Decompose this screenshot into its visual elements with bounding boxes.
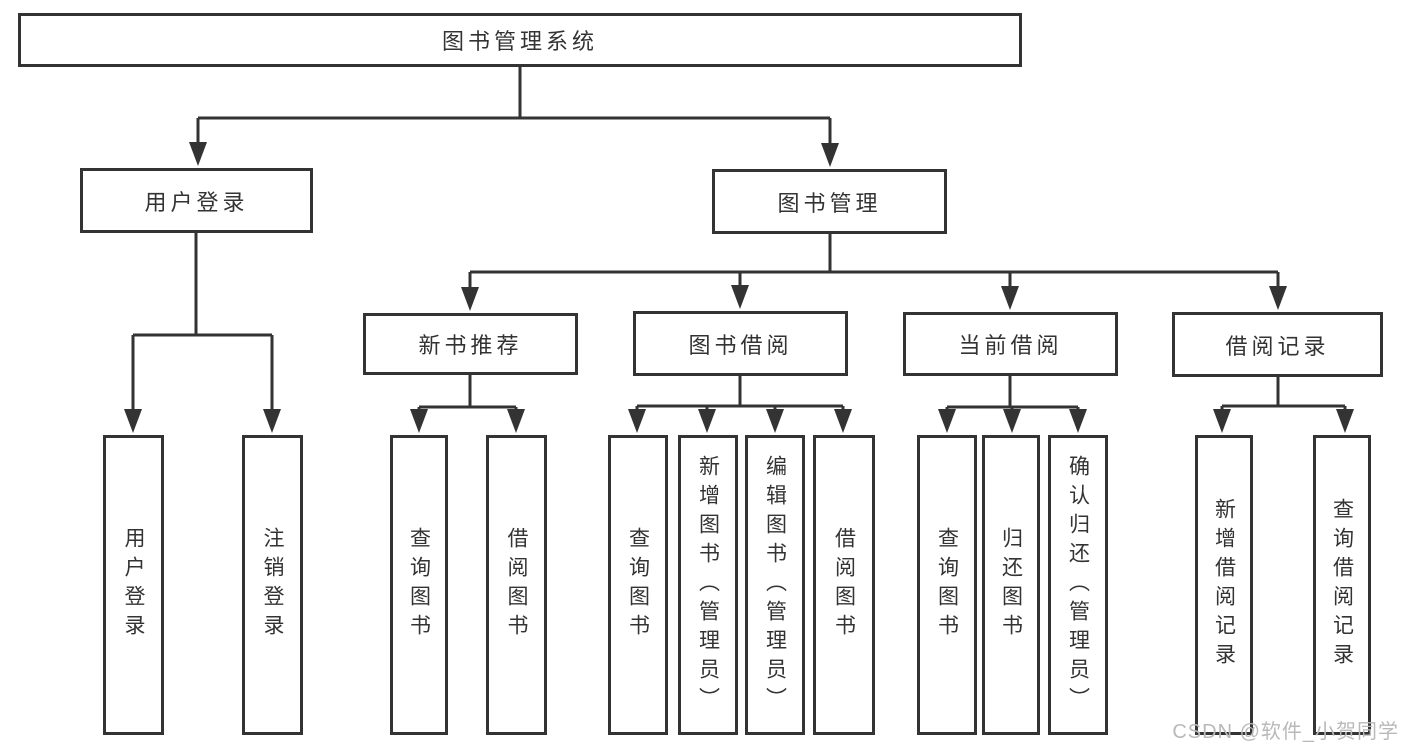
leaf-borrow-add-label: 新增图书（管理员）: [696, 454, 720, 716]
leaf-record-add: 新增借阅记录: [1195, 435, 1253, 735]
node-borrow-records-label: 借阅记录: [1225, 333, 1330, 359]
csdn-watermark: CSDN @软件_小贺同学: [1172, 721, 1399, 743]
leaf-borrow-edit: 编辑图书（管理员）: [745, 435, 805, 735]
leaf-record-add-label: 新增借阅记录: [1212, 498, 1236, 672]
leaf-current-query-label: 查询图书: [935, 527, 959, 643]
node-root: 图书管理系统: [18, 13, 1022, 67]
leaf-newbook-query-label: 查询图书: [407, 527, 431, 643]
leaf-record-query: 查询借阅记录: [1313, 435, 1371, 735]
leaf-borrow-add: 新增图书（管理员）: [678, 435, 738, 735]
leaf-borrow-query: 查询图书: [608, 435, 668, 735]
node-user-login-label: 用户登录: [144, 189, 249, 215]
node-new-book: 新书推荐: [363, 313, 578, 375]
leaf-borrow-query-label: 查询图书: [626, 527, 650, 643]
leaf-borrow-edit-label: 编辑图书（管理员）: [763, 454, 787, 716]
leaf-record-query-label: 查询借阅记录: [1330, 498, 1354, 672]
node-user-login: 用户登录: [80, 168, 313, 233]
node-new-book-label: 新书推荐: [418, 333, 523, 358]
leaf-user-login-label: 用户登录: [122, 527, 145, 643]
leaf-borrow-borrow: 借阅图书: [813, 435, 875, 735]
leaf-borrow-borrow-label: 借阅图书: [832, 527, 856, 643]
node-book-borrow: 图书借阅: [633, 311, 848, 376]
leaf-current-query: 查询图书: [917, 435, 977, 735]
node-book-borrow-label: 图书借阅: [688, 332, 793, 358]
node-book-management: 图书管理: [712, 169, 947, 234]
node-current-borrow: 当前借阅: [903, 312, 1118, 376]
node-current-borrow-label: 当前借阅: [958, 333, 1063, 358]
leaf-newbook-query: 查询图书: [390, 435, 448, 735]
leaf-logout-label: 注销登录: [261, 527, 284, 643]
leaf-current-return: 归还图书: [982, 435, 1040, 735]
leaf-newbook-borrow-label: 借阅图书: [505, 527, 528, 643]
leaf-current-confirm-label: 确认归还（管理员）: [1066, 454, 1090, 716]
leaf-current-confirm: 确认归还（管理员）: [1048, 435, 1108, 735]
leaf-newbook-borrow: 借阅图书: [486, 435, 547, 735]
node-book-management-label: 图书管理: [777, 190, 882, 216]
leaf-logout: 注销登录: [242, 435, 303, 735]
leaf-user-login: 用户登录: [103, 435, 164, 735]
node-borrow-records: 借阅记录: [1172, 312, 1383, 377]
node-root-label: 图书管理系统: [441, 29, 598, 54]
leaf-current-return-label: 归还图书: [999, 527, 1023, 643]
